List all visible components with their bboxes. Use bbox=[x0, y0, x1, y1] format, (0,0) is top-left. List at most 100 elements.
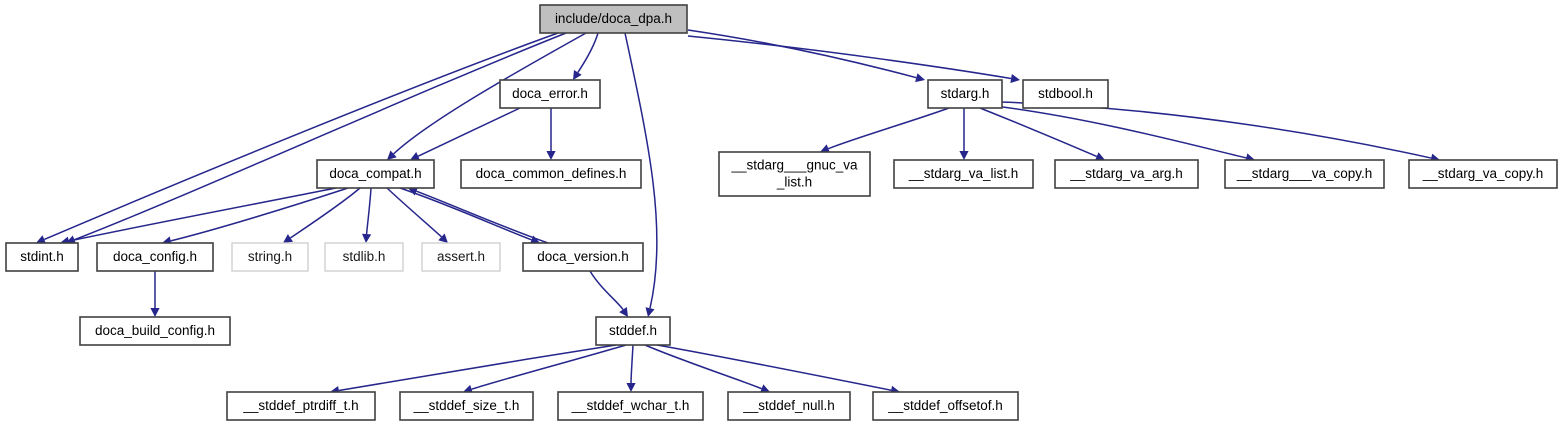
graph-edges bbox=[36, 29, 1440, 396]
node-box[interactable] bbox=[927, 79, 1003, 109]
node-box[interactable] bbox=[727, 391, 851, 421]
node-box[interactable] bbox=[79, 316, 231, 346]
edge-doca-compat-to-string bbox=[283, 187, 361, 243]
edge-stdarg-to-stdarg-va-copy bbox=[994, 105, 1255, 163]
edge-line bbox=[644, 344, 762, 390]
graph-node-stddef-wchar-t[interactable]: __stddef_wchar_t.h bbox=[557, 391, 704, 421]
node-label: __stdarg___gnuc_va_list.h bbox=[730, 157, 858, 189]
node-label: __stddef_size_t.h bbox=[413, 398, 520, 413]
node-box[interactable] bbox=[324, 242, 404, 272]
graph-node-stddef-ptrdiff-t[interactable]: __stddef_ptrdiff_t.h bbox=[226, 391, 376, 421]
node-box[interactable] bbox=[499, 79, 601, 109]
edge-arrowhead bbox=[362, 233, 372, 243]
edge-doca-dpa-to-stdint bbox=[36, 32, 559, 244]
graph-node-stdarg-gnuc-va-list[interactable]: __stdarg___gnuc_va_list.h bbox=[718, 151, 871, 197]
node-box[interactable] bbox=[539, 4, 688, 34]
graph-node-string[interactable]: string.h bbox=[231, 242, 309, 272]
node-label: stdint.h bbox=[20, 249, 64, 264]
graph-node-stdarg-va-arg[interactable]: __stdarg_va_arg.h bbox=[1054, 159, 1199, 189]
graph-node-doca-dpa[interactable]: include/doca_dpa.h bbox=[539, 4, 688, 34]
graph-node-doca-build-config[interactable]: doca_build_config.h bbox=[79, 316, 231, 346]
graph-node-stdlib[interactable]: stdlib.h bbox=[324, 242, 404, 272]
node-label: include/doca_dpa.h bbox=[555, 11, 672, 26]
node-box[interactable] bbox=[316, 159, 435, 189]
edge-line bbox=[290, 187, 361, 239]
node-label: __stdarg_va_list.h bbox=[908, 166, 1019, 181]
edge-line bbox=[589, 270, 624, 310]
node-box[interactable] bbox=[718, 151, 871, 197]
edge-line bbox=[828, 107, 950, 150]
edge-arrowhead bbox=[283, 234, 294, 243]
graph-node-stddef[interactable]: stddef.h bbox=[595, 316, 671, 346]
node-box[interactable] bbox=[872, 391, 1019, 421]
edge-arrowhead bbox=[387, 150, 397, 160]
node-box[interactable] bbox=[893, 159, 1034, 189]
node-label: doca_build_config.h bbox=[95, 323, 215, 338]
node-label: __stddef_null.h bbox=[742, 398, 835, 413]
edge-line bbox=[338, 344, 617, 392]
node-label: assert.h bbox=[437, 249, 485, 264]
edge-line bbox=[577, 32, 599, 73]
edge-line bbox=[656, 344, 892, 391]
edge-arrowhead bbox=[1094, 152, 1105, 161]
graph-node-stdint[interactable]: stdint.h bbox=[5, 242, 79, 272]
edge-stddef-to-stddef-size-t bbox=[463, 344, 627, 394]
edge-line bbox=[74, 32, 567, 241]
edge-doca-version-to-doca-compat bbox=[408, 186, 549, 244]
graph-node-doca-common-defines[interactable]: doca_common_defines.h bbox=[460, 159, 642, 189]
graph-node-stdarg-va-list[interactable]: __stdarg_va_list.h bbox=[893, 159, 1034, 189]
edge-line bbox=[386, 187, 442, 238]
graph-node-stddef-null[interactable]: __stddef_null.h bbox=[727, 391, 851, 421]
edge-arrowhead bbox=[759, 384, 770, 393]
node-label: __stddef_ptrdiff_t.h bbox=[242, 398, 358, 413]
edge-line bbox=[393, 32, 587, 155]
node-label: doca_common_defines.h bbox=[476, 166, 627, 181]
graph-node-stdarg[interactable]: stdarg.h bbox=[927, 79, 1003, 109]
edge-line bbox=[630, 344, 634, 384]
graph-node-doca-config[interactable]: doca_config.h bbox=[96, 242, 214, 272]
graph-node-stddef-size-t[interactable]: __stddef_size_t.h bbox=[399, 391, 534, 421]
node-label: doca_version.h bbox=[537, 249, 629, 264]
node-box[interactable] bbox=[1224, 159, 1385, 189]
edge-doca-dpa-to-doca-config bbox=[66, 32, 567, 245]
node-label: doca_config.h bbox=[113, 249, 197, 264]
edge-line bbox=[999, 101, 1432, 159]
graph-node-doca-error[interactable]: doca_error.h bbox=[499, 79, 601, 109]
graph-node-stdbool[interactable]: stdbool.h bbox=[1022, 79, 1109, 109]
node-label: stdbool.h bbox=[1038, 86, 1093, 101]
node-box[interactable] bbox=[5, 242, 79, 272]
edge-stdarg-to-stdarg-gnuc-va-list bbox=[820, 107, 950, 153]
node-box[interactable] bbox=[421, 242, 501, 272]
graph-node-stddef-offsetof[interactable]: __stddef_offsetof.h bbox=[872, 391, 1019, 421]
edge-doca-dpa-to-doca-error bbox=[573, 32, 599, 80]
node-box[interactable] bbox=[557, 391, 704, 421]
graph-node-stdarg-va-copy[interactable]: __stdarg___va_copy.h bbox=[1224, 159, 1385, 189]
node-box[interactable] bbox=[231, 242, 309, 272]
edge-doca-config-to-doca-build-config bbox=[150, 271, 160, 317]
node-label: stdlib.h bbox=[343, 249, 386, 264]
node-box[interactable] bbox=[96, 242, 214, 272]
edge-line bbox=[417, 107, 521, 157]
node-box[interactable] bbox=[1022, 79, 1109, 109]
node-box[interactable] bbox=[1408, 159, 1558, 189]
node-label: __stddef_wchar_t.h bbox=[571, 398, 690, 413]
graph-node-doca-compat[interactable]: doca_compat.h bbox=[316, 159, 435, 189]
node-box[interactable] bbox=[1054, 159, 1199, 189]
edge-arrowhead bbox=[410, 152, 421, 161]
node-box[interactable] bbox=[595, 316, 671, 346]
graph-node-doca-version[interactable]: doca_version.h bbox=[522, 242, 644, 272]
edge-arrowhead bbox=[36, 235, 47, 244]
graph-node-assert[interactable]: assert.h bbox=[421, 242, 501, 272]
node-box[interactable] bbox=[460, 159, 642, 189]
edge-line bbox=[365, 187, 372, 235]
node-label: doca_error.h bbox=[512, 86, 588, 101]
node-label: __stddef_offsetof.h bbox=[887, 398, 1003, 413]
graph-node-stdarg-va-copy[interactable]: __stdarg_va_copy.h bbox=[1408, 159, 1558, 189]
node-box[interactable] bbox=[226, 391, 376, 421]
node-box[interactable] bbox=[399, 391, 534, 421]
edge-line bbox=[68, 187, 337, 242]
node-box[interactable] bbox=[522, 242, 644, 272]
edge-arrowhead bbox=[820, 144, 831, 153]
node-label: __stdarg_va_arg.h bbox=[1069, 166, 1183, 181]
